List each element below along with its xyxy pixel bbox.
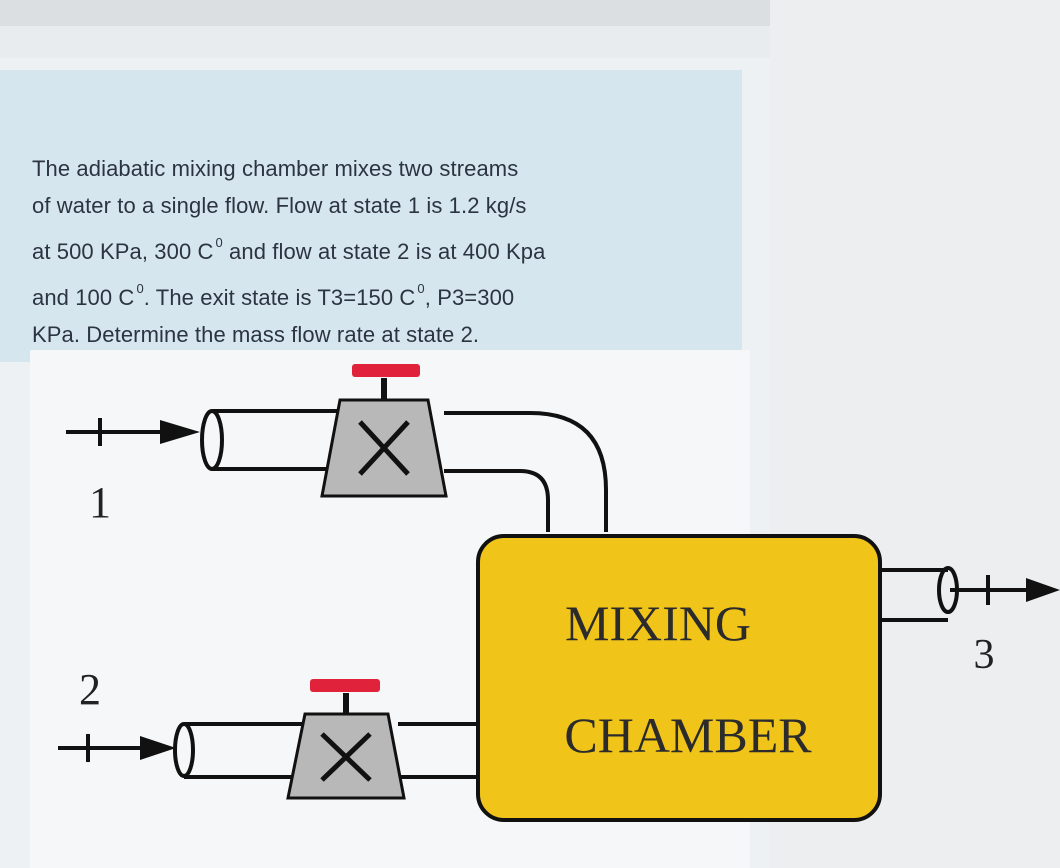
question-line-5: KPa. Determine the mass flow rate at sta…	[32, 322, 480, 347]
arrow-head-1	[160, 420, 200, 444]
arrow-head-2	[140, 736, 176, 760]
valve-1-handle	[352, 364, 420, 377]
elbow-pipe-outer	[444, 411, 608, 532]
outlet-3	[880, 566, 1060, 622]
pipe-end-2	[173, 722, 195, 778]
degree-symbol: 0	[136, 281, 144, 296]
elbow-pipe-inner	[444, 469, 550, 532]
pipe-end-1	[200, 409, 224, 471]
chamber-label-mixing: MIXING	[565, 595, 751, 651]
mixing-chamber-box	[476, 534, 882, 822]
arrow-head-3	[1026, 578, 1060, 602]
question-line-2: of water to a single flow. Flow at state…	[32, 193, 527, 218]
inlet-1	[66, 364, 608, 532]
state-3-label: 3	[974, 632, 995, 678]
state-1-label: 1	[89, 478, 111, 527]
degree-symbol: 0	[215, 235, 223, 250]
question-line-1: The adiabatic mixing chamber mixes two s…	[32, 156, 519, 181]
screen-top-bar	[0, 0, 770, 26]
state-2-label: 2	[79, 665, 101, 714]
valve-2-handle	[310, 679, 380, 692]
question-text: The adiabatic mixing chamber mixes two s…	[32, 150, 682, 353]
question-box	[0, 70, 742, 362]
degree-symbol: 0	[417, 281, 425, 296]
chamber-label-chamber: CHAMBER	[564, 707, 812, 763]
inlet-2	[58, 679, 478, 800]
